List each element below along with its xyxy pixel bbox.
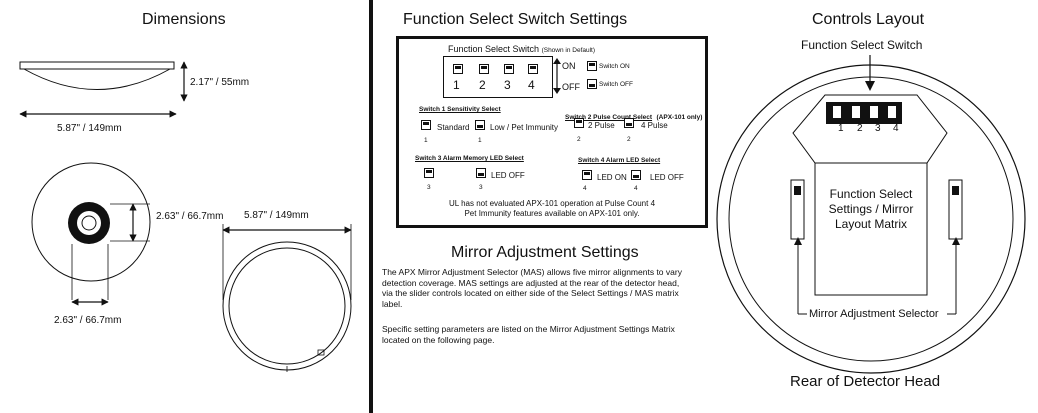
dip-switch-block	[443, 56, 553, 98]
switch-box-title-note: (Shown in Default)	[541, 47, 596, 54]
function-select-title: Function Select Switch Settings	[403, 11, 628, 28]
mirror-paragraph-2: Specific setting parameters are listed o…	[382, 324, 675, 345]
side-view-drawing	[19, 61, 175, 90]
mirror-title: Mirror Adjustment Settings	[451, 244, 639, 261]
dimensions-title: Dimensions	[142, 11, 226, 28]
controls-caption: Rear of Detector Head	[790, 373, 941, 390]
section-divider	[369, 0, 373, 413]
legend-switch-on	[587, 61, 597, 71]
controls-switch-number-4: 4	[893, 123, 899, 134]
switch3-off-icon	[476, 168, 486, 178]
controls-switch-number-1: 1	[838, 123, 844, 134]
dip-switch-1	[453, 64, 463, 74]
switch-box-title: Function Select Switch (Shown in Default…	[448, 44, 595, 54]
switch-box-title-text: Function Select Switch	[448, 44, 540, 54]
dip-number-4: 4	[528, 78, 535, 92]
switch1-standard-icon	[421, 120, 431, 130]
mirror-paragraph-1: The APX Mirror Adjustment Selector (MAS)…	[382, 267, 682, 309]
controls-matrix-line3: Layout Matrix	[834, 217, 908, 231]
switch4-off-label: LED OFF	[650, 173, 684, 182]
switch1-pet-icon	[475, 120, 485, 130]
switch3-off-label: LED OFF	[491, 171, 525, 180]
switch3-on-icon	[424, 168, 434, 178]
legend-on-text: Switch ON	[599, 63, 630, 70]
switch2-title: Switch 2 Pulse Count Select (APX-101 onl…	[565, 106, 702, 124]
switch2-number-a: 2	[577, 136, 581, 143]
switch3-number-a: 3	[427, 184, 431, 191]
switch2-2pulse-label: 2 Pulse	[588, 121, 615, 130]
dimensions-drawings	[19, 61, 352, 372]
switch1-standard-label: Standard	[437, 123, 470, 132]
ul-note-line1: UL has not evaluated APX-101 operation a…	[448, 199, 656, 208]
front-view-drawing	[222, 224, 352, 372]
switch1-number-b: 1	[478, 137, 482, 144]
detector-head-drawing	[716, 55, 1026, 374]
controls-matrix-line2: Settings / Mirror	[828, 202, 914, 216]
switch3-number-b: 3	[479, 184, 483, 191]
switch3-title: Switch 3 Alarm Memory LED Select	[415, 155, 524, 162]
rear-view-drawing	[31, 162, 151, 300]
switch2-4pulse-icon	[624, 118, 634, 128]
rear-height-label: 2.63" / 66.7mm	[156, 211, 224, 222]
switch4-number-b: 4	[634, 185, 638, 192]
switch2-number-b: 2	[627, 136, 631, 143]
off-label: OFF	[562, 82, 580, 92]
switch1-number-a: 1	[424, 137, 428, 144]
switch2-4pulse-label: 4 Pulse	[641, 121, 668, 130]
switch2-title-text: Switch 2 Pulse Count Select	[565, 114, 653, 121]
switch1-title: Switch 1 Sensitivity Select	[419, 106, 501, 113]
switch1-pet-label: Low / Pet Immunity	[490, 123, 559, 132]
dip-number-2: 2	[479, 78, 486, 92]
legend-switch-off	[587, 79, 597, 89]
controls-switch-label: Function Select Switch	[801, 38, 923, 52]
dip-number-1: 1	[453, 78, 460, 92]
side-height-label: 2.17" / 55mm	[190, 77, 250, 88]
switch4-number-a: 4	[583, 185, 587, 192]
legend-off-text: Switch OFF	[599, 81, 633, 88]
rear-width-label: 2.63" / 66.7mm	[54, 315, 122, 326]
controls-title: Controls Layout	[812, 11, 925, 28]
controls-mas-label: Mirror Adjustment Selector	[809, 308, 939, 320]
switch2-2pulse-icon	[574, 118, 584, 128]
front-width-label: 5.87" / 149mm	[244, 210, 309, 221]
switch4-off-icon	[631, 170, 641, 180]
controls-matrix-label: Function Select Settings / Mirror Layout…	[815, 187, 927, 232]
dip-switch-2	[479, 64, 489, 74]
ul-note-line2: Pet Immunity features available on APX-1…	[464, 209, 640, 218]
dip-switch-3	[504, 64, 514, 74]
controls-matrix-line1: Function Select	[829, 187, 913, 201]
dip-number-3: 3	[504, 78, 511, 92]
controls-switch-number-3: 3	[875, 123, 881, 134]
side-width-label: 5.87" / 149mm	[57, 123, 122, 134]
switch4-on-label: LED ON	[597, 173, 627, 182]
dip-switch-4	[528, 64, 538, 74]
on-label: ON	[562, 61, 576, 71]
controls-switch-number-2: 2	[857, 123, 863, 134]
switch2-title-note: (APX-101 only)	[656, 114, 703, 121]
switch4-on-icon	[582, 170, 592, 180]
function-select-box	[396, 36, 708, 228]
ul-note: UL has not evaluated APX-101 operation a…	[396, 199, 708, 219]
on-off-arrow	[553, 58, 561, 94]
switch4-title: Switch 4 Alarm LED Select	[578, 157, 661, 164]
